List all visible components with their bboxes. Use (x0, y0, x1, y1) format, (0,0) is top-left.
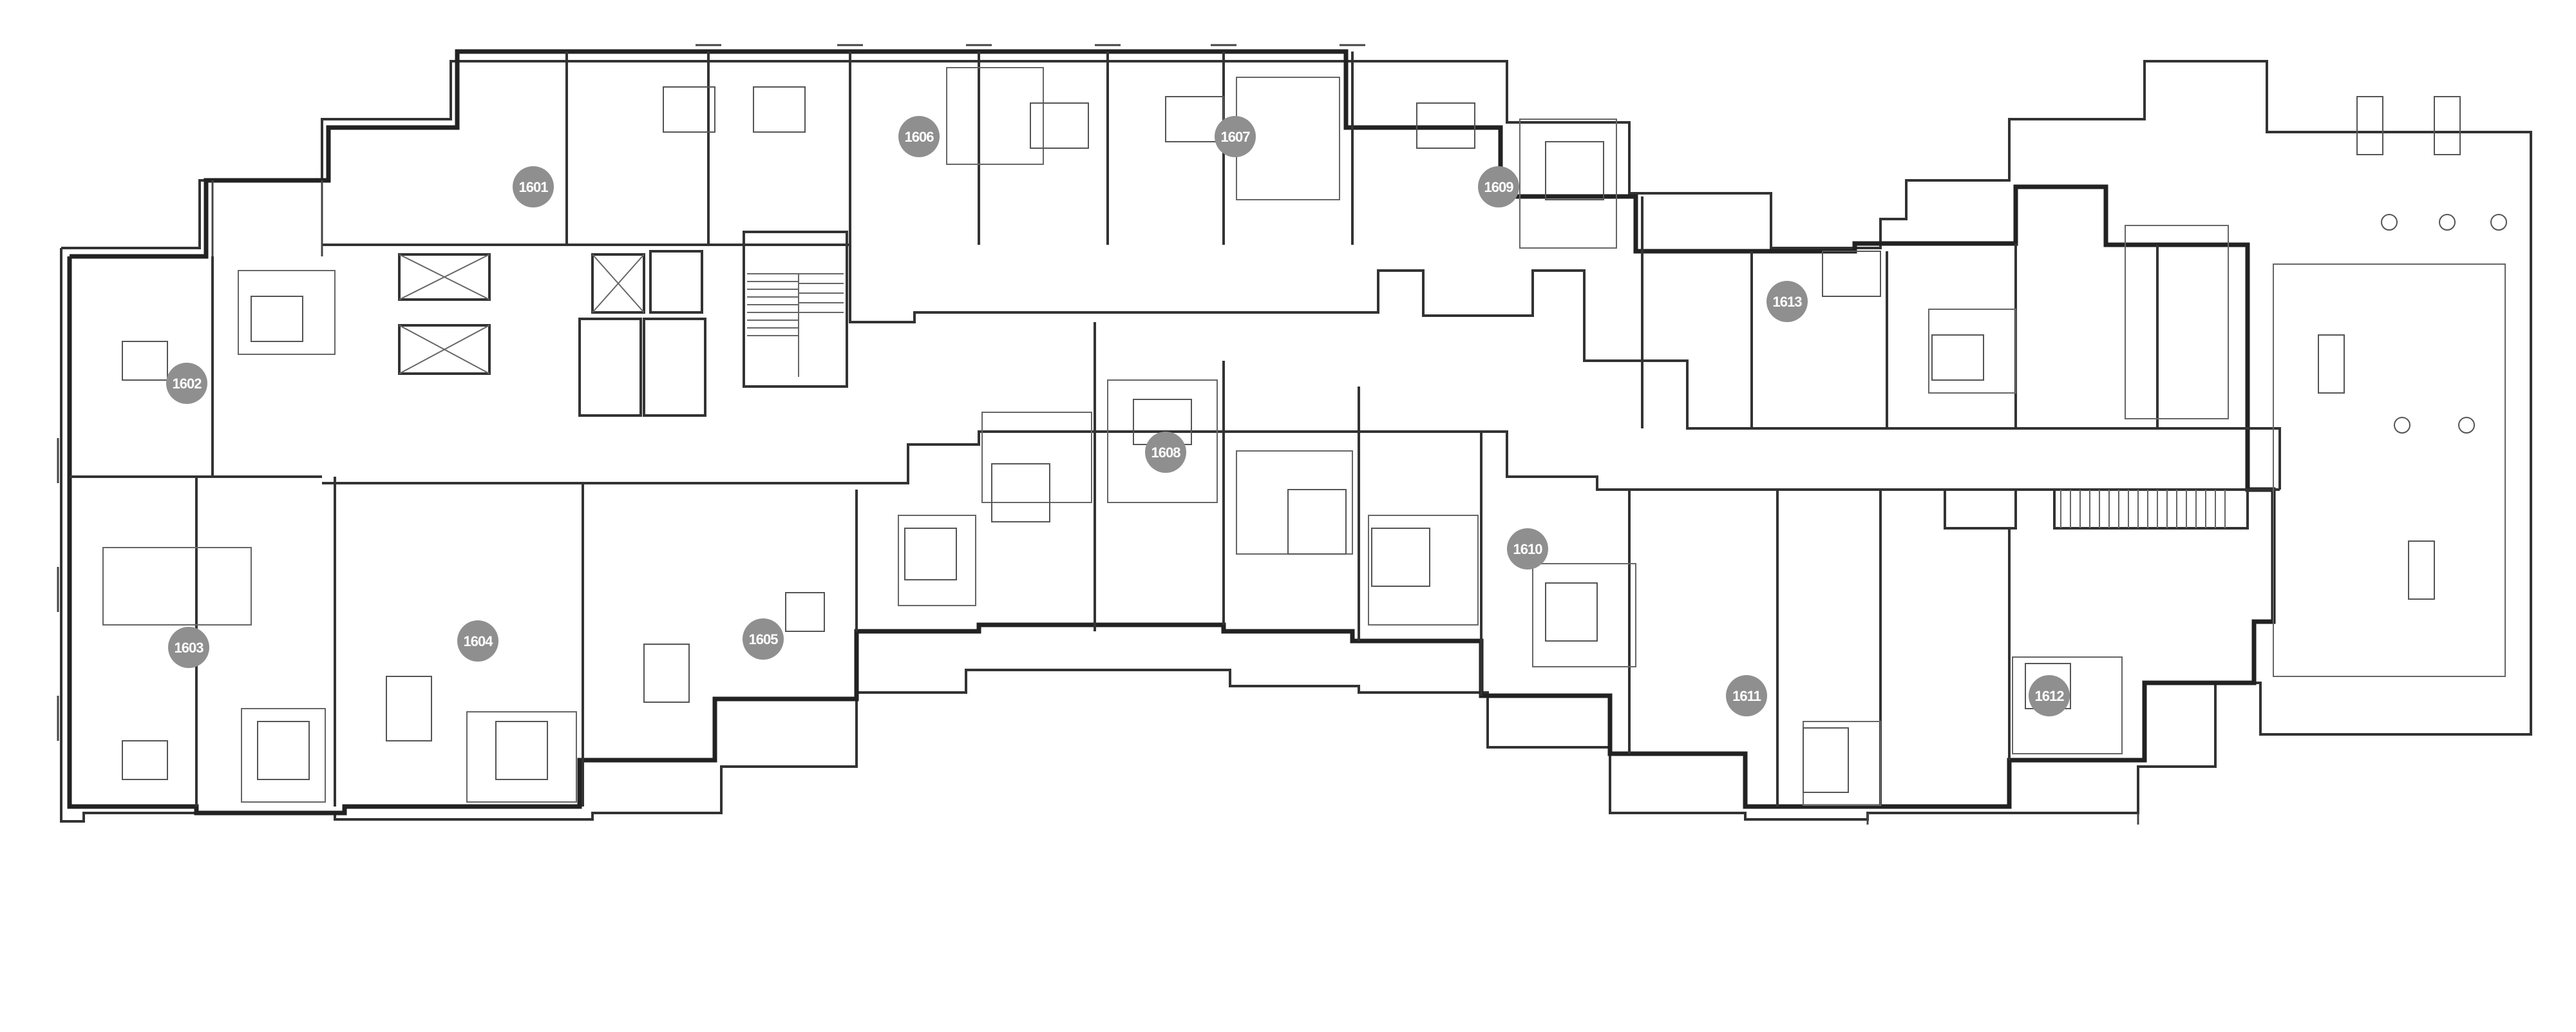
unit-label: 1605 (749, 631, 779, 647)
unit-badge-1602[interactable]: 1602 (166, 363, 207, 404)
stairwell-east (1944, 488, 2249, 530)
unit-badge-circle (1766, 281, 1808, 322)
unit-badge-1601[interactable]: 1601 (513, 166, 554, 207)
unit-label: 1603 (175, 640, 204, 656)
unit-badge-circle (166, 363, 207, 404)
elevator-core (398, 250, 706, 417)
unit-badge-1603[interactable]: 1603 (168, 627, 209, 668)
unit-badge-1613[interactable]: 1613 (1766, 281, 1808, 322)
unit-label: 1601 (519, 179, 549, 195)
unit-label: 1607 (1221, 129, 1251, 145)
unit-badge-1604[interactable]: 1604 (457, 620, 498, 662)
unit-label: 1610 (1513, 541, 1543, 557)
unit-badge-circle (168, 627, 209, 668)
unit-badge-circle (1215, 116, 1256, 157)
unit-badge-circle (1507, 528, 1548, 569)
unit-label: 1608 (1151, 444, 1181, 461)
unit-badge-1611[interactable]: 1611 (1726, 675, 1767, 716)
unit-badge-circle (1726, 675, 1767, 716)
unit-badge-1608[interactable]: 1608 (1145, 432, 1186, 473)
unit-badge-circle (457, 620, 498, 662)
unit-badge-circle (743, 618, 784, 660)
unit-label: 1611 (1732, 688, 1761, 704)
unit-badge-circle (2029, 675, 2070, 716)
unit-label: 1609 (1484, 179, 1514, 195)
unit-label: 1606 (905, 129, 934, 145)
balcony-outline (60, 60, 2532, 823)
unit-badge-1607[interactable]: 1607 (1215, 116, 1256, 157)
unit-label: 1613 (1773, 294, 1803, 310)
unit-label: 1604 (464, 633, 494, 649)
balcony-dividers (57, 44, 2139, 825)
building-wall (67, 49, 2276, 816)
unit-badge-circle (898, 116, 940, 157)
unit-badge-1612[interactable]: 1612 (2029, 675, 2070, 716)
stairwell (743, 231, 848, 388)
unit-label: 1602 (173, 376, 202, 392)
unit-badge-1610[interactable]: 1610 (1507, 528, 1548, 569)
unit-label: 1612 (2035, 688, 2065, 704)
unit-badge-1605[interactable]: 1605 (743, 618, 784, 660)
unit-badge-circle (513, 166, 554, 207)
unit-badge-1609[interactable]: 1609 (1478, 166, 1519, 207)
furniture (122, 86, 2507, 793)
unit-badge-circle (1145, 432, 1186, 473)
unit-badge-circle (1478, 166, 1519, 207)
corridor (322, 244, 2281, 491)
unit-badge-1606[interactable]: 1606 (898, 116, 940, 157)
